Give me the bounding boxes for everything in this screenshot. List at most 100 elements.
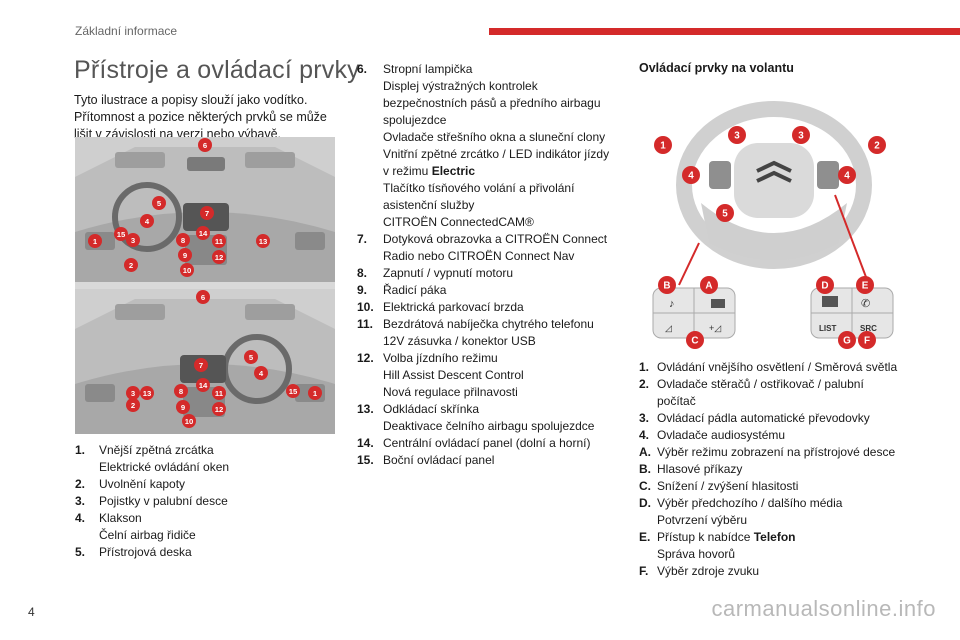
svg-text:3: 3 — [734, 131, 740, 142]
phone-icon: ✆ — [861, 298, 870, 310]
svg-text:11: 11 — [215, 237, 224, 246]
svg-text:2: 2 — [874, 141, 880, 152]
list-item: 10.Elektrická parkovací brzda — [357, 299, 622, 316]
callout-marker: B — [658, 276, 676, 294]
item-text: Výběr zdroje zvuku — [657, 564, 760, 578]
list-item: 2.Uvolnění kapoty — [75, 476, 345, 493]
item-text: Deaktivace čelního airbagu spolujezdce — [383, 419, 595, 433]
list-item: C.Snížení / zvýšení hlasitosti — [639, 478, 929, 495]
item-number: 6. — [357, 62, 368, 76]
svg-text:8: 8 — [181, 236, 186, 245]
svg-text:12: 12 — [215, 253, 224, 262]
item-text: bezpečnostních pásů a předního airbagu — [383, 96, 601, 110]
callout-marker: 9 — [178, 248, 192, 262]
item-text: Správa hovorů — [657, 547, 736, 561]
intro-paragraph: Tyto ilustrace a popisy slouží jako vodí… — [74, 93, 327, 141]
item-number: 14. — [357, 436, 374, 450]
callout-marker: 2 — [868, 136, 886, 154]
list-item: F. Výběr zdroje zvuku — [639, 563, 929, 580]
item-text: Pojistky v palubní desce — [99, 494, 228, 508]
item-number: 10. — [357, 300, 374, 314]
src-button-label: SRC — [860, 324, 877, 333]
right-control-panel: ✆ LIST SRC — [810, 287, 894, 339]
item-text: v režimu Electric — [383, 164, 476, 178]
item-text: Stropní lampička — [383, 62, 473, 76]
svg-text:13: 13 — [143, 389, 152, 398]
svg-text:F: F — [864, 336, 870, 347]
item-number: 12. — [357, 351, 374, 365]
callout-marker: 7 — [194, 358, 208, 372]
callout-marker: 2 — [126, 398, 140, 412]
item-text: Elektrické ovládání oken — [99, 460, 230, 474]
svg-text:◿: ◿ — [665, 323, 672, 333]
svg-text:G: G — [843, 336, 851, 347]
item-number: 2. — [75, 477, 86, 491]
callout-marker: F — [858, 331, 876, 349]
svg-text:14: 14 — [199, 381, 208, 390]
item-number: 11. — [357, 317, 374, 331]
header-accent-bar — [489, 28, 960, 35]
callout-marker: 12 — [212, 250, 226, 264]
item-text: Přístrojová deska — [99, 545, 192, 559]
svg-text:9: 9 — [181, 403, 185, 412]
svg-text:3: 3 — [131, 389, 135, 398]
callout-marker: 1 — [88, 234, 102, 248]
list-item: 1.Ovládání vnějšího osvětlení / Směrová … — [639, 359, 929, 376]
callout-marker: 4 — [140, 214, 154, 228]
page-header-text: Základní informace — [75, 24, 178, 38]
callout-marker: 3 — [126, 386, 140, 400]
svg-text:E: E — [862, 281, 869, 292]
item-text: Radio nebo CITROËN Connect Nav — [383, 249, 575, 263]
callout-marker: D — [816, 276, 834, 294]
svg-text:6: 6 — [201, 293, 205, 302]
callout-marker: 9 — [176, 400, 190, 414]
item-number: E. — [639, 530, 651, 544]
callout-marker: A — [700, 276, 718, 294]
item-text: Čelní airbag řidiče — [99, 528, 196, 542]
item-text: asistenční služby — [383, 198, 475, 212]
svg-text:3: 3 — [798, 131, 804, 142]
callout-marker: 5 — [152, 196, 166, 210]
list-item: 4.Ovladače audiosystému — [639, 427, 929, 444]
svg-text:A: A — [705, 281, 712, 292]
callout-marker: 4 — [254, 366, 268, 380]
steering-items: 1.Ovládání vnějšího osvětlení / Směrová … — [639, 359, 929, 580]
item-text: Ovládací pádla automatické převodovky — [657, 411, 870, 425]
citroen-logo-icon — [756, 160, 792, 183]
svg-text:D: D — [821, 281, 828, 292]
item-text: Ovladače stěračů / ostřikovač / palubní — [657, 377, 864, 391]
item-number: 4. — [75, 511, 86, 525]
callout-marker: 4 — [682, 166, 700, 184]
svg-text:13: 13 — [259, 237, 268, 246]
svg-text:4: 4 — [688, 171, 694, 182]
item-text: Tlačítko tísňového volání a přivolání — [383, 181, 575, 195]
callout-marker: 7 — [200, 206, 214, 220]
watermark: carmanualsonline.info — [711, 596, 936, 621]
item-number: F. — [639, 564, 649, 578]
left-control-panel: ♪ ◿ +◿ — [652, 287, 736, 339]
item-number: 3. — [639, 411, 650, 425]
list-item: 11. Bezdrátová nabíječka chytrého telefon… — [357, 316, 622, 350]
callout-marker: 3 — [126, 233, 140, 247]
item-text: Přístup k nabídce Telefon — [657, 530, 796, 544]
svg-text:9: 9 — [183, 251, 187, 260]
callout-marker: 2 — [124, 258, 138, 272]
item-text: Volba jízdního režimu — [383, 351, 498, 365]
item-text: Ovladače audiosystému — [657, 428, 786, 442]
svg-text:4: 4 — [145, 217, 150, 226]
callout-marker: E — [856, 276, 874, 294]
item-text: Zapnutí / vypnutí motoru — [383, 266, 514, 280]
item-number: 1. — [639, 360, 650, 374]
item-number: 8. — [357, 266, 368, 280]
callout-marker: 5 — [244, 350, 258, 364]
item-text: Boční ovládací panel — [383, 453, 495, 467]
item-text: Bezdrátová nabíječka chytrého telefonu — [383, 317, 594, 331]
callout-marker: 4 — [838, 166, 856, 184]
item-text: Vnější zpětná zrcátka — [99, 443, 214, 457]
item-number: 15. — [357, 453, 374, 467]
svg-text:B: B — [663, 281, 670, 292]
